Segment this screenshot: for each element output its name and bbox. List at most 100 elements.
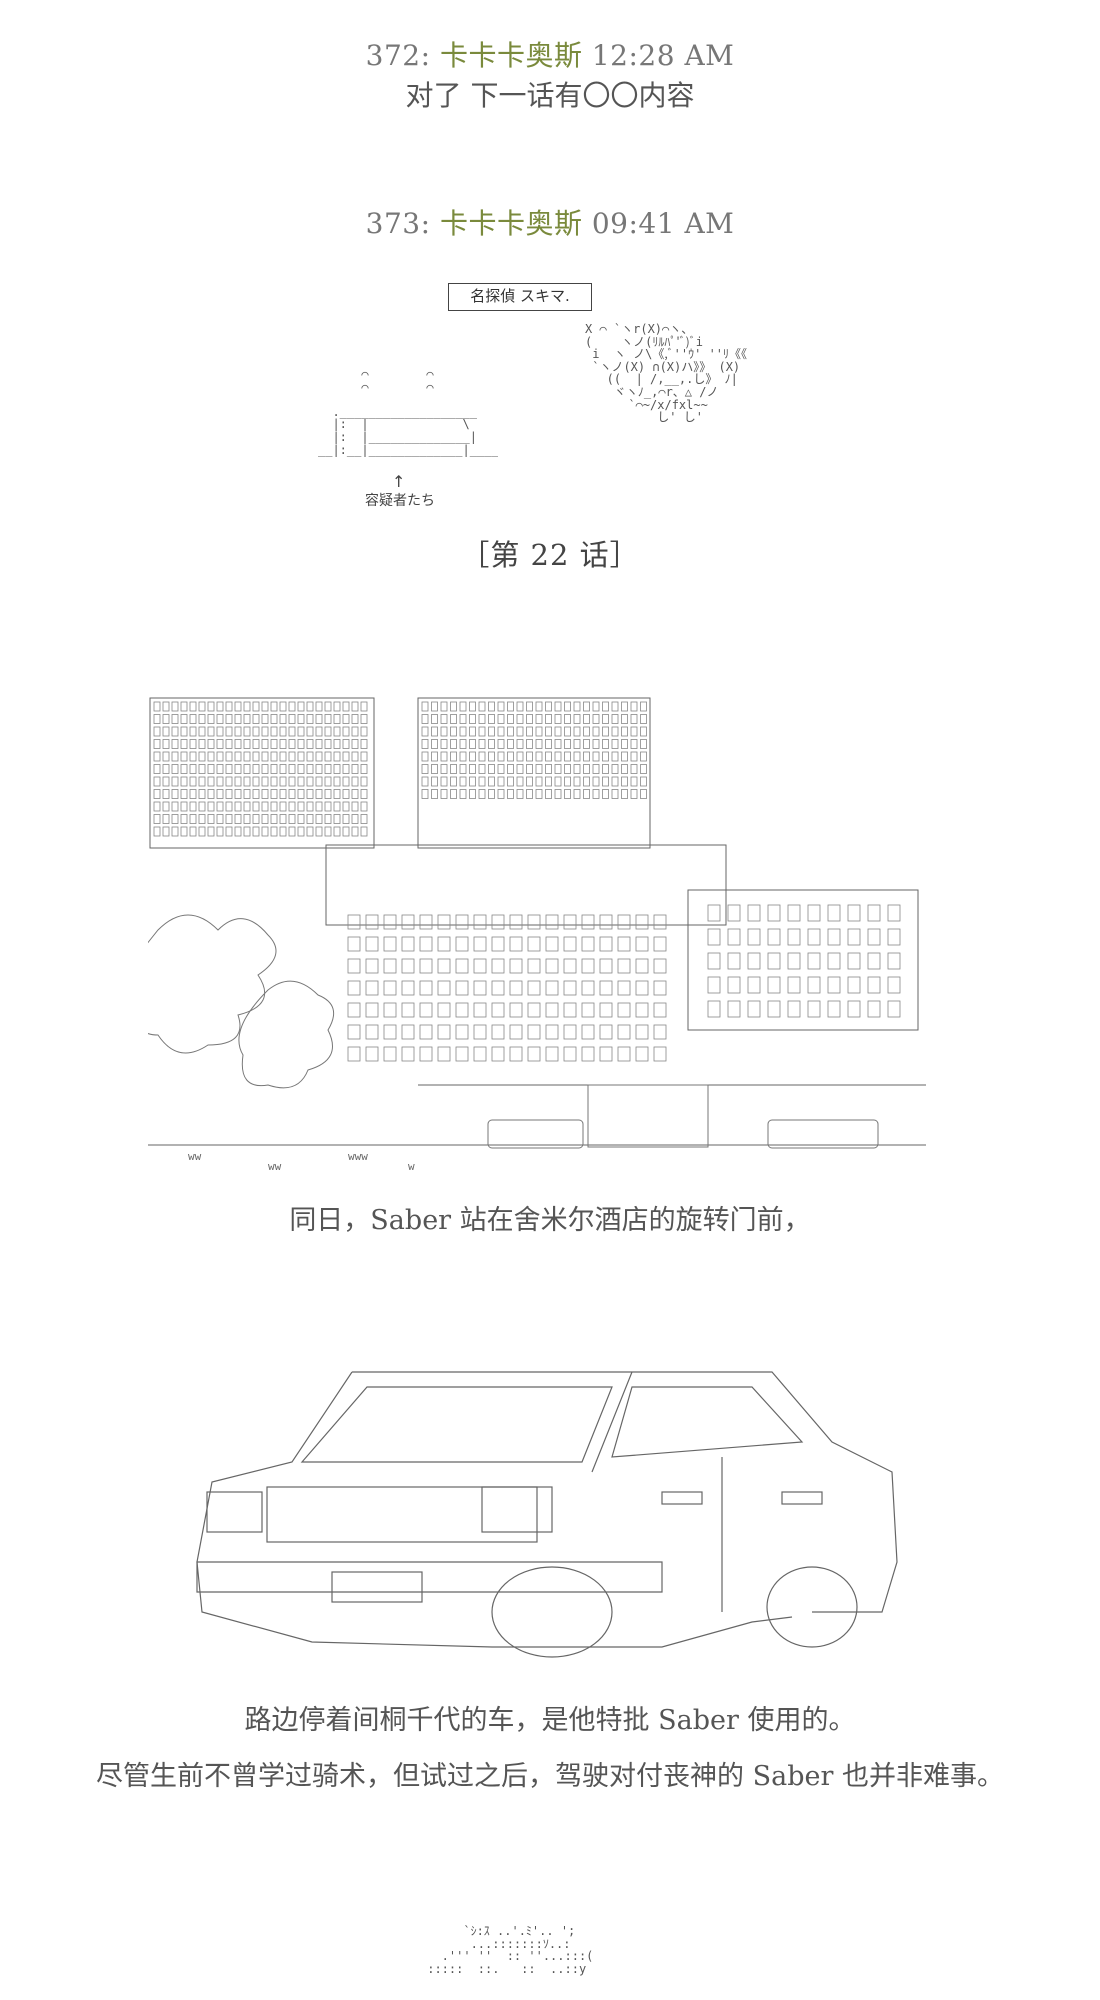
window bbox=[315, 764, 323, 774]
window bbox=[527, 936, 541, 952]
caption-driving: 尽管生前不曾学过骑术，但试过之后，驾驶对付丧神的 Saber 也并非难事。 bbox=[96, 1761, 1004, 1792]
window bbox=[564, 751, 571, 762]
window bbox=[279, 701, 287, 712]
window bbox=[162, 789, 170, 799]
window bbox=[306, 739, 314, 749]
window bbox=[234, 701, 242, 712]
window bbox=[653, 1046, 667, 1062]
window bbox=[153, 726, 161, 737]
bottom-fragment-art: `ｼ:ｽ ..'.ﾐ'.. '; ...:::::::ｿ..: .''' '' … bbox=[427, 1925, 594, 1976]
window bbox=[261, 826, 269, 837]
window bbox=[437, 1002, 451, 1018]
window bbox=[234, 801, 242, 812]
window bbox=[189, 764, 197, 774]
window bbox=[563, 936, 577, 952]
window bbox=[887, 928, 901, 946]
window bbox=[599, 936, 613, 952]
window bbox=[180, 751, 188, 762]
window bbox=[360, 826, 368, 837]
window bbox=[225, 814, 233, 824]
window bbox=[421, 764, 429, 774]
window bbox=[180, 739, 188, 749]
window bbox=[198, 739, 206, 749]
window bbox=[527, 980, 541, 996]
window bbox=[347, 958, 361, 974]
windshield bbox=[300, 1386, 613, 1463]
window bbox=[216, 826, 224, 837]
window bbox=[602, 714, 609, 724]
window bbox=[243, 776, 251, 787]
window bbox=[767, 976, 781, 994]
window bbox=[270, 701, 278, 712]
window bbox=[216, 751, 224, 762]
window bbox=[207, 764, 215, 774]
window bbox=[516, 776, 524, 787]
window bbox=[324, 714, 332, 724]
window bbox=[767, 1000, 781, 1018]
window bbox=[488, 714, 495, 724]
window bbox=[270, 714, 278, 724]
window bbox=[351, 726, 359, 737]
window bbox=[279, 776, 287, 787]
window bbox=[581, 1024, 595, 1040]
window bbox=[507, 739, 514, 749]
window bbox=[347, 1046, 361, 1062]
window bbox=[288, 701, 296, 712]
window bbox=[640, 714, 647, 724]
window bbox=[243, 764, 251, 774]
window bbox=[491, 936, 505, 952]
window bbox=[847, 976, 861, 994]
window bbox=[592, 776, 600, 787]
window bbox=[261, 714, 269, 724]
window bbox=[887, 904, 901, 922]
window bbox=[440, 714, 448, 724]
window bbox=[545, 980, 559, 996]
window bbox=[315, 814, 323, 824]
window bbox=[225, 714, 233, 724]
window bbox=[324, 726, 332, 737]
window bbox=[469, 726, 476, 737]
window bbox=[162, 814, 170, 824]
window bbox=[162, 714, 170, 724]
window bbox=[297, 701, 305, 712]
window bbox=[473, 980, 487, 996]
window bbox=[261, 739, 269, 749]
window bbox=[288, 789, 296, 799]
window bbox=[243, 826, 251, 837]
window bbox=[360, 789, 368, 799]
window bbox=[807, 928, 821, 946]
window bbox=[189, 714, 197, 724]
headlight-left bbox=[206, 1491, 263, 1533]
window bbox=[887, 1000, 901, 1018]
window bbox=[207, 739, 215, 749]
window bbox=[365, 1046, 379, 1062]
window bbox=[333, 726, 341, 737]
door-handle-2 bbox=[781, 1491, 823, 1505]
window bbox=[507, 701, 514, 712]
window bbox=[707, 976, 721, 994]
window bbox=[198, 826, 206, 837]
window bbox=[611, 776, 619, 787]
window bbox=[234, 751, 242, 762]
window bbox=[360, 726, 368, 737]
window bbox=[491, 914, 505, 930]
window bbox=[297, 751, 305, 762]
window bbox=[602, 726, 609, 737]
window bbox=[583, 776, 590, 787]
window bbox=[592, 751, 600, 762]
city-svg: ww ww www w bbox=[148, 697, 926, 1173]
window bbox=[564, 714, 571, 724]
window bbox=[347, 914, 361, 930]
window bbox=[640, 701, 647, 712]
window bbox=[478, 789, 486, 799]
window bbox=[554, 726, 562, 737]
window bbox=[297, 826, 305, 837]
window bbox=[351, 764, 359, 774]
window bbox=[198, 701, 206, 712]
window bbox=[563, 1002, 577, 1018]
window bbox=[261, 814, 269, 824]
window bbox=[564, 739, 571, 749]
window bbox=[440, 776, 448, 787]
window bbox=[527, 1046, 541, 1062]
window bbox=[621, 739, 628, 749]
